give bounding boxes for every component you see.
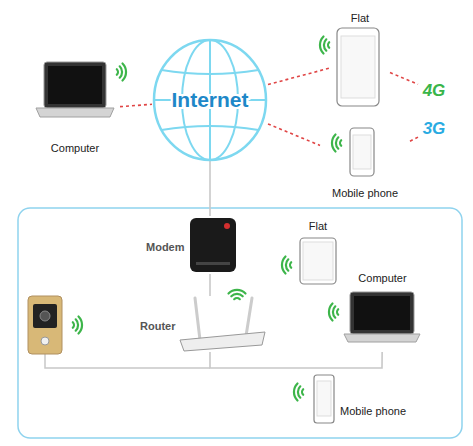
node-label: Mobile phone xyxy=(340,405,438,418)
doorbell-icon xyxy=(28,296,62,354)
router-antenna xyxy=(246,298,252,336)
wifi-symbol xyxy=(294,384,303,401)
laptop-display xyxy=(354,296,410,330)
phone-screen xyxy=(353,135,371,169)
tablet-body xyxy=(337,28,379,106)
doorbell-lens xyxy=(40,311,50,321)
laptop-screen xyxy=(350,292,414,334)
node-label: Mobile phone xyxy=(320,187,410,200)
wifi-symbol xyxy=(282,257,291,274)
laptop-icon xyxy=(344,292,420,342)
router-body xyxy=(180,332,265,351)
phone-body xyxy=(350,128,374,176)
wifi-symbol xyxy=(73,317,82,334)
wifi-symbol xyxy=(320,37,329,54)
doorbell-camera xyxy=(33,304,57,328)
node-label: 4G xyxy=(418,81,450,101)
network-badge: 3G xyxy=(418,118,450,140)
modem-logo xyxy=(224,223,230,229)
node-label: Flat xyxy=(296,220,340,233)
router-icon xyxy=(180,298,265,351)
connector-line xyxy=(210,352,382,368)
router-antenna xyxy=(195,298,200,340)
node-label: Modem xyxy=(146,241,190,254)
tablet-screen xyxy=(341,36,375,98)
laptop-base xyxy=(344,334,420,342)
wifi-symbol xyxy=(332,135,341,152)
node-label: 3G xyxy=(418,119,450,139)
modem-icon xyxy=(190,218,236,272)
tablet-screen xyxy=(303,242,333,280)
phone-icon xyxy=(350,128,374,176)
modem-vent xyxy=(196,262,230,265)
computer-device: Computer xyxy=(340,268,425,352)
tablet-device: Flat xyxy=(296,218,340,284)
laptop-base xyxy=(36,108,114,117)
connector-line xyxy=(410,137,418,141)
node-label: Computer xyxy=(340,272,425,285)
tablet-icon xyxy=(337,28,379,106)
node-label: Computer xyxy=(30,142,120,155)
wifi-symbol xyxy=(329,304,338,321)
connector-line xyxy=(268,68,330,85)
doorbell-button xyxy=(41,337,49,345)
phone-icon xyxy=(314,375,334,423)
phone-body xyxy=(314,375,334,423)
tablet-device: Flat xyxy=(330,10,390,110)
phone-device: Mobile phone xyxy=(320,125,410,203)
node-label: Router xyxy=(140,320,184,333)
globe-parallel xyxy=(162,126,259,130)
globe-parallel xyxy=(162,70,259,74)
phone-device: Mobile phone xyxy=(310,372,440,427)
node-label: Internet xyxy=(152,88,268,112)
phone-screen xyxy=(317,381,331,416)
router-device: Router xyxy=(138,296,282,352)
connector-line xyxy=(209,274,211,296)
modem-body xyxy=(190,218,236,272)
connector-line xyxy=(209,160,211,216)
home-network-frame xyxy=(18,208,462,438)
tablet-body xyxy=(300,238,336,284)
connector-line xyxy=(120,104,152,106)
doorbell-wire xyxy=(45,354,210,368)
laptop-display xyxy=(48,66,102,104)
doorbell-body xyxy=(28,296,62,354)
connector-line xyxy=(390,73,418,85)
node-label: Flat xyxy=(330,12,390,25)
internet-cloud: Internet xyxy=(152,40,268,160)
wifi-symbol xyxy=(117,64,126,81)
network-badge: 4G xyxy=(418,80,450,102)
tablet-icon xyxy=(300,238,336,284)
laptop-screen xyxy=(44,62,106,108)
connector-line xyxy=(268,124,320,145)
computer-device: Computer xyxy=(30,62,120,158)
laptop-icon xyxy=(36,62,114,117)
wifi-symbol xyxy=(229,290,246,299)
modem-device: Modem xyxy=(146,216,274,274)
